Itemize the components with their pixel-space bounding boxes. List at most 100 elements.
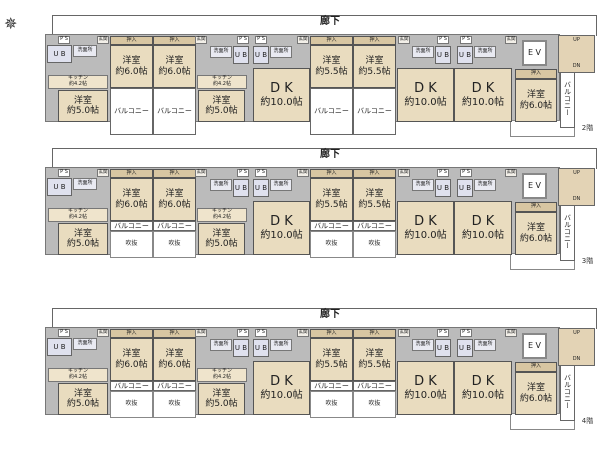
unit-bath: U B bbox=[435, 179, 451, 197]
dk-room-label: D K bbox=[270, 213, 293, 229]
void-label: 吹抜 bbox=[368, 400, 381, 408]
closet-label: 押入 bbox=[126, 329, 137, 336]
balcony-label: バルコニー bbox=[314, 381, 349, 390]
western-room-label-1: 約5.0帖 bbox=[66, 239, 100, 249]
western-room-label: 洋室 bbox=[165, 189, 184, 200]
entrance: 玄関 bbox=[195, 169, 207, 177]
closet: 押入 bbox=[515, 202, 557, 212]
western-room: 洋室約6.0帖 bbox=[515, 372, 557, 415]
pipe-space: P S bbox=[460, 169, 472, 177]
balcony: バルコニー bbox=[110, 221, 153, 231]
pipe-space: P S bbox=[255, 36, 267, 44]
washroom: 洗面所 bbox=[73, 178, 97, 190]
void-label: 吹抜 bbox=[168, 240, 181, 248]
kitchen-label: キッチン bbox=[67, 208, 88, 215]
closet: 押入 bbox=[310, 329, 353, 338]
dk-room-label: D K bbox=[471, 373, 495, 389]
balcony-label: バルコニー bbox=[157, 221, 192, 230]
dk-room-label-1: 約10.0帖 bbox=[461, 389, 505, 401]
dk-room-label: D K bbox=[414, 373, 437, 389]
pipe-space-label: P S bbox=[239, 329, 247, 336]
washroom: 洗面所 bbox=[210, 339, 232, 351]
kitchen-label-1: 約4.2帖 bbox=[69, 374, 87, 380]
unit-bath-label: U B bbox=[234, 50, 248, 59]
western-room-label-1: 約6.0帖 bbox=[115, 199, 148, 210]
unit-bath: U B bbox=[253, 46, 269, 64]
western-room: 洋室約5.0帖 bbox=[58, 383, 108, 415]
western-room-label-1: 約6.0帖 bbox=[158, 66, 191, 77]
unit-bath: U B bbox=[233, 339, 249, 357]
void: 吹抜 bbox=[110, 391, 153, 418]
washroom-label: 洗面所 bbox=[477, 48, 493, 55]
stairs-up-label: UP bbox=[573, 330, 580, 336]
washroom-label: 洗面所 bbox=[415, 48, 431, 55]
void-label: 吹抜 bbox=[368, 240, 381, 248]
balcony-vertical: バルコニー bbox=[560, 361, 575, 421]
washroom: 洗面所 bbox=[270, 46, 292, 58]
western-room: 洋室約5.0帖 bbox=[198, 90, 245, 122]
pipe-space-label: P S bbox=[462, 36, 470, 43]
entrance-label: 玄関 bbox=[506, 37, 516, 43]
balcony-vertical-label: バルコニー bbox=[563, 80, 572, 116]
unit-bath-label: U B bbox=[53, 342, 66, 351]
entrance: 玄関 bbox=[505, 36, 517, 44]
pipe-space-label: P S bbox=[239, 36, 247, 43]
floor-label-label: 2階 bbox=[581, 123, 594, 132]
western-room-label: 洋室 bbox=[212, 388, 231, 399]
balcony-label: バルコニー bbox=[357, 107, 392, 116]
closet: 押入 bbox=[353, 329, 396, 338]
western-room-label-1: 約5.5帖 bbox=[358, 199, 391, 210]
entrance: 玄関 bbox=[195, 329, 207, 337]
western-room-label-1: 約6.0帖 bbox=[158, 199, 191, 210]
elevator-label: E V bbox=[527, 48, 542, 58]
pipe-space-label: P S bbox=[439, 36, 447, 43]
western-room-label-1: 約6.0帖 bbox=[158, 359, 191, 370]
washroom-label: 洗面所 bbox=[273, 48, 289, 55]
entrance: 玄関 bbox=[97, 36, 109, 44]
unit-bath: U B bbox=[253, 179, 269, 197]
closet-label: 押入 bbox=[530, 70, 541, 77]
kitchen-label-1: 約4.2帖 bbox=[69, 214, 87, 220]
washroom: 洗面所 bbox=[474, 179, 496, 191]
unit-bath-label: U B bbox=[254, 183, 268, 192]
floor-4: 廊下バルコニー吹抜バルコニー吹抜バルコニー吹抜バルコニー吹抜バルコニー洋室約6.… bbox=[0, 293, 600, 443]
unit-bath: U B bbox=[233, 179, 249, 197]
closet-label: 押入 bbox=[530, 203, 541, 210]
western-room: 洋室約5.0帖 bbox=[198, 383, 245, 415]
closet: 押入 bbox=[515, 362, 557, 372]
corridor-label-label: 廊下 bbox=[320, 149, 340, 161]
balcony-label: バルコニー bbox=[357, 221, 392, 230]
void: 吹抜 bbox=[153, 231, 196, 258]
kitchen: キッチン約4.2帖 bbox=[197, 368, 247, 382]
western-room-label: 洋室 bbox=[122, 56, 141, 67]
closet: 押入 bbox=[110, 329, 153, 338]
western-room-label: 洋室 bbox=[526, 90, 545, 101]
kitchen-label: キッチン bbox=[67, 75, 88, 82]
unit-bath-label: U B bbox=[436, 343, 450, 352]
western-room-label: 洋室 bbox=[122, 189, 141, 200]
closet-label: 押入 bbox=[126, 169, 137, 176]
pipe-space-label: P S bbox=[60, 36, 68, 43]
pipe-space-label: P S bbox=[257, 169, 265, 176]
washroom-label: 洗面所 bbox=[213, 48, 229, 55]
dk-room-label-1: 約10.0帖 bbox=[260, 96, 303, 108]
closet-label: 押入 bbox=[326, 36, 337, 43]
unit-bath: U B bbox=[253, 339, 269, 357]
stairs-down-label: DN bbox=[572, 196, 581, 203]
pipe-space: P S bbox=[437, 36, 449, 44]
stairs-up-label: UP bbox=[573, 37, 580, 43]
pipe-space: P S bbox=[437, 329, 449, 337]
western-room-label: 洋室 bbox=[526, 223, 545, 234]
kitchen-label: キッチン bbox=[211, 368, 232, 375]
floor-label-label: 4階 bbox=[581, 416, 594, 425]
corridor-label: 廊下 bbox=[310, 15, 350, 29]
void: 吹抜 bbox=[310, 231, 353, 258]
entrance: 玄関 bbox=[505, 329, 517, 337]
stairs-up-label: UP bbox=[573, 170, 580, 176]
elevator: E V bbox=[522, 40, 547, 66]
dk-room-label: D K bbox=[414, 80, 437, 96]
closet: 押入 bbox=[153, 36, 196, 45]
entrance-label: 玄関 bbox=[196, 330, 206, 336]
